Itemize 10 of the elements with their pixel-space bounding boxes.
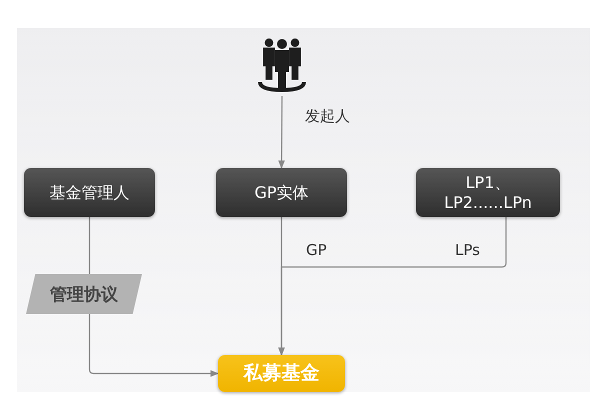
entity-box: GP实体 (216, 168, 347, 217)
arrow (278, 217, 507, 356)
edge-label: LPs (455, 242, 480, 258)
fund-box: 私募基金 (218, 355, 345, 392)
arrow (278, 96, 285, 169)
edge-label: 发起人 (305, 108, 350, 124)
agreement-tag: 管理协议 (26, 274, 142, 314)
entity-box: 基金管理人 (24, 168, 155, 217)
entity-box: LP1、LP2......LPn (416, 168, 560, 217)
edge-label: GP (306, 242, 327, 258)
